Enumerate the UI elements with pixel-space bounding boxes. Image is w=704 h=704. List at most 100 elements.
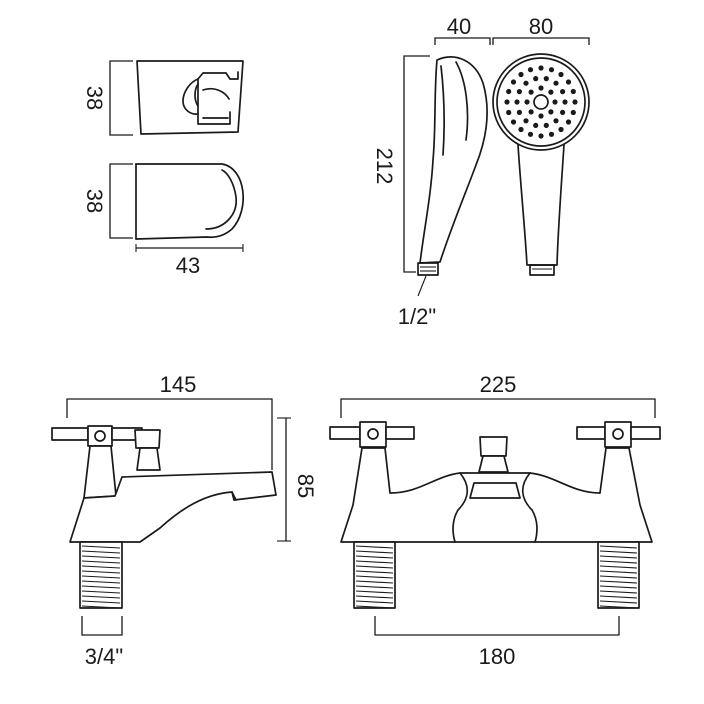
thread-line xyxy=(600,601,637,603)
nozzle xyxy=(510,119,517,125)
nozzle xyxy=(538,65,544,71)
thread-line xyxy=(82,606,120,608)
nozzle xyxy=(523,118,529,124)
thread-line xyxy=(356,561,393,563)
thread-line xyxy=(82,571,120,573)
nozzle xyxy=(560,89,566,95)
tap-thread-label: 3/4" xyxy=(85,644,123,669)
nozzle xyxy=(533,76,539,82)
thread-line xyxy=(356,546,393,548)
filler-spout-projection-label: 145 xyxy=(160,372,197,397)
nozzle xyxy=(516,109,523,115)
bracket-top-height-label: 38 xyxy=(82,86,107,110)
thread-line xyxy=(600,561,637,563)
mixer-width-label: 225 xyxy=(480,372,517,397)
thread-line xyxy=(600,551,637,553)
nozzle xyxy=(518,71,524,78)
wall-bracket-front-view xyxy=(110,61,243,135)
thread-line xyxy=(82,581,120,583)
thread-line xyxy=(356,601,393,603)
wall-bracket-side-view xyxy=(110,164,243,252)
thread-line xyxy=(356,596,393,598)
nozzle xyxy=(562,99,568,105)
nozzle xyxy=(543,122,549,128)
nozzle xyxy=(510,79,517,85)
handset-thread-label: 1/2" xyxy=(398,304,436,329)
thread-line xyxy=(356,566,393,568)
thread-line xyxy=(82,576,120,578)
shower-handset-side-view xyxy=(404,38,490,296)
nozzle xyxy=(528,109,534,115)
nozzle xyxy=(548,67,555,73)
thread-line xyxy=(600,586,637,588)
thread-line xyxy=(82,591,120,593)
tap-centres-label: 180 xyxy=(479,644,516,669)
thread-line xyxy=(356,551,393,553)
thread-line xyxy=(600,546,637,548)
thread-line xyxy=(82,601,120,603)
nozzle xyxy=(506,109,512,116)
thread-line xyxy=(82,556,120,558)
thread-line xyxy=(600,591,637,593)
handset-head-diameter-label: 80 xyxy=(529,14,553,39)
nozzle xyxy=(570,109,576,116)
nozzle xyxy=(524,99,530,105)
nozzle xyxy=(565,79,572,85)
nozzle xyxy=(558,126,564,133)
bracket-width-label: 43 xyxy=(176,253,200,278)
nozzle xyxy=(548,89,554,95)
thread-line xyxy=(356,556,393,558)
nozzle xyxy=(523,80,529,86)
thread-line xyxy=(82,546,120,548)
thread-line xyxy=(82,566,120,568)
nozzle xyxy=(518,126,524,133)
spray-nozzles xyxy=(504,65,578,139)
bath-filler-side-view xyxy=(52,399,291,635)
bath-mixer-front-view xyxy=(330,399,660,635)
nozzle xyxy=(548,131,555,137)
thread-left xyxy=(82,546,120,608)
thread-line xyxy=(82,551,120,553)
handset-depth-label: 40 xyxy=(447,14,471,39)
thread-line xyxy=(82,596,120,598)
nozzle xyxy=(533,122,539,128)
shower-handset-front-view xyxy=(493,38,589,275)
thread-line xyxy=(356,581,393,583)
bracket-side-height-label: 38 xyxy=(82,189,107,213)
nozzle xyxy=(570,88,576,95)
nozzle xyxy=(553,118,559,124)
nozzle xyxy=(565,119,572,125)
thread-mixer-left xyxy=(356,546,393,608)
mixer-height-label: 85 xyxy=(293,474,318,498)
thread-line xyxy=(600,566,637,568)
nozzle xyxy=(543,76,549,82)
nozzle xyxy=(560,109,566,115)
nozzle xyxy=(552,99,558,105)
thread-line xyxy=(356,606,393,608)
nozzle xyxy=(538,133,544,139)
thread-line xyxy=(356,571,393,573)
thread-line xyxy=(356,586,393,588)
nozzle xyxy=(538,85,544,91)
nozzle xyxy=(572,99,578,105)
thread-line xyxy=(600,556,637,558)
nozzle xyxy=(527,67,534,73)
nozzle xyxy=(548,109,554,115)
nozzle xyxy=(504,99,510,105)
nozzle xyxy=(506,88,512,95)
nozzle xyxy=(516,89,523,95)
handset-length-label: 212 xyxy=(372,148,397,185)
thread-line xyxy=(600,571,637,573)
thread-line xyxy=(356,591,393,593)
thread-line xyxy=(600,596,637,598)
nozzle xyxy=(553,80,559,86)
nozzle xyxy=(558,71,564,78)
nozzle xyxy=(514,99,520,105)
thread-line xyxy=(600,581,637,583)
nozzle xyxy=(528,89,534,95)
thread-line xyxy=(356,576,393,578)
thread-line xyxy=(82,586,120,588)
thread-line xyxy=(82,561,120,563)
nozzle xyxy=(538,113,544,119)
